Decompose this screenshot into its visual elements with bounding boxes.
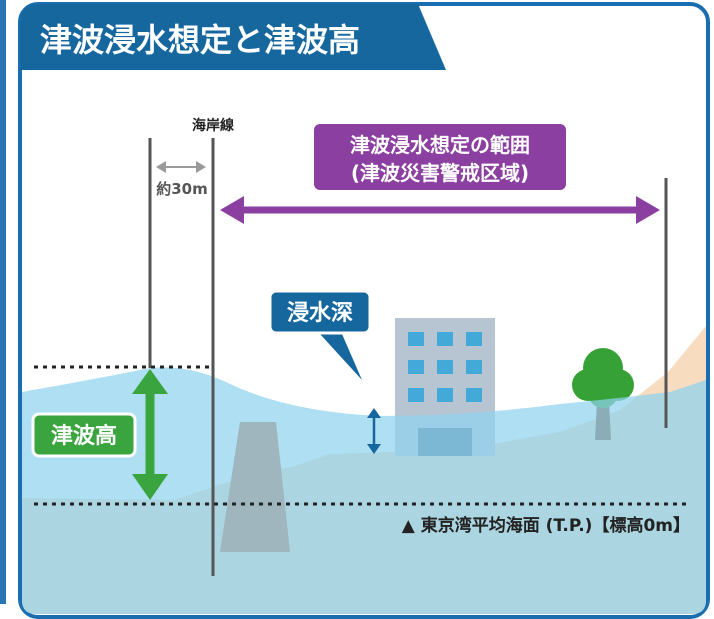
- range-label-line2: (津波災害警戒区域): [351, 161, 529, 185]
- coastline-label: 海岸線: [192, 117, 234, 134]
- inundation-depth-arrow-icon: [367, 408, 381, 454]
- tsunami-height-label-box: [31, 412, 137, 458]
- inundation-pointer: [320, 334, 362, 380]
- left-edge-strip: [0, 0, 6, 604]
- inundation-depth-label-box: [268, 289, 372, 335]
- tsunami-height-arrow-icon: [132, 369, 168, 500]
- sea-level-label: ▲ 東京湾平均海面 (T.P.)【標高0m】: [402, 515, 690, 536]
- seawall-front: [220, 422, 290, 552]
- tsunami-height-label: 津波高: [51, 423, 117, 449]
- distance-arrow-icon: [156, 161, 206, 173]
- range-arrow-icon: [220, 196, 660, 224]
- tsunami-water: [22, 367, 706, 614]
- title-banner: [20, 4, 446, 70]
- inundation-depth-label: 浸水深: [287, 301, 353, 326]
- title-text: 津波浸水想定と津波高: [40, 21, 360, 59]
- range-label-box: [314, 124, 566, 190]
- distance-label: 約30m: [156, 180, 208, 198]
- range-label-line1: 津波浸水想定の範囲: [350, 133, 530, 157]
